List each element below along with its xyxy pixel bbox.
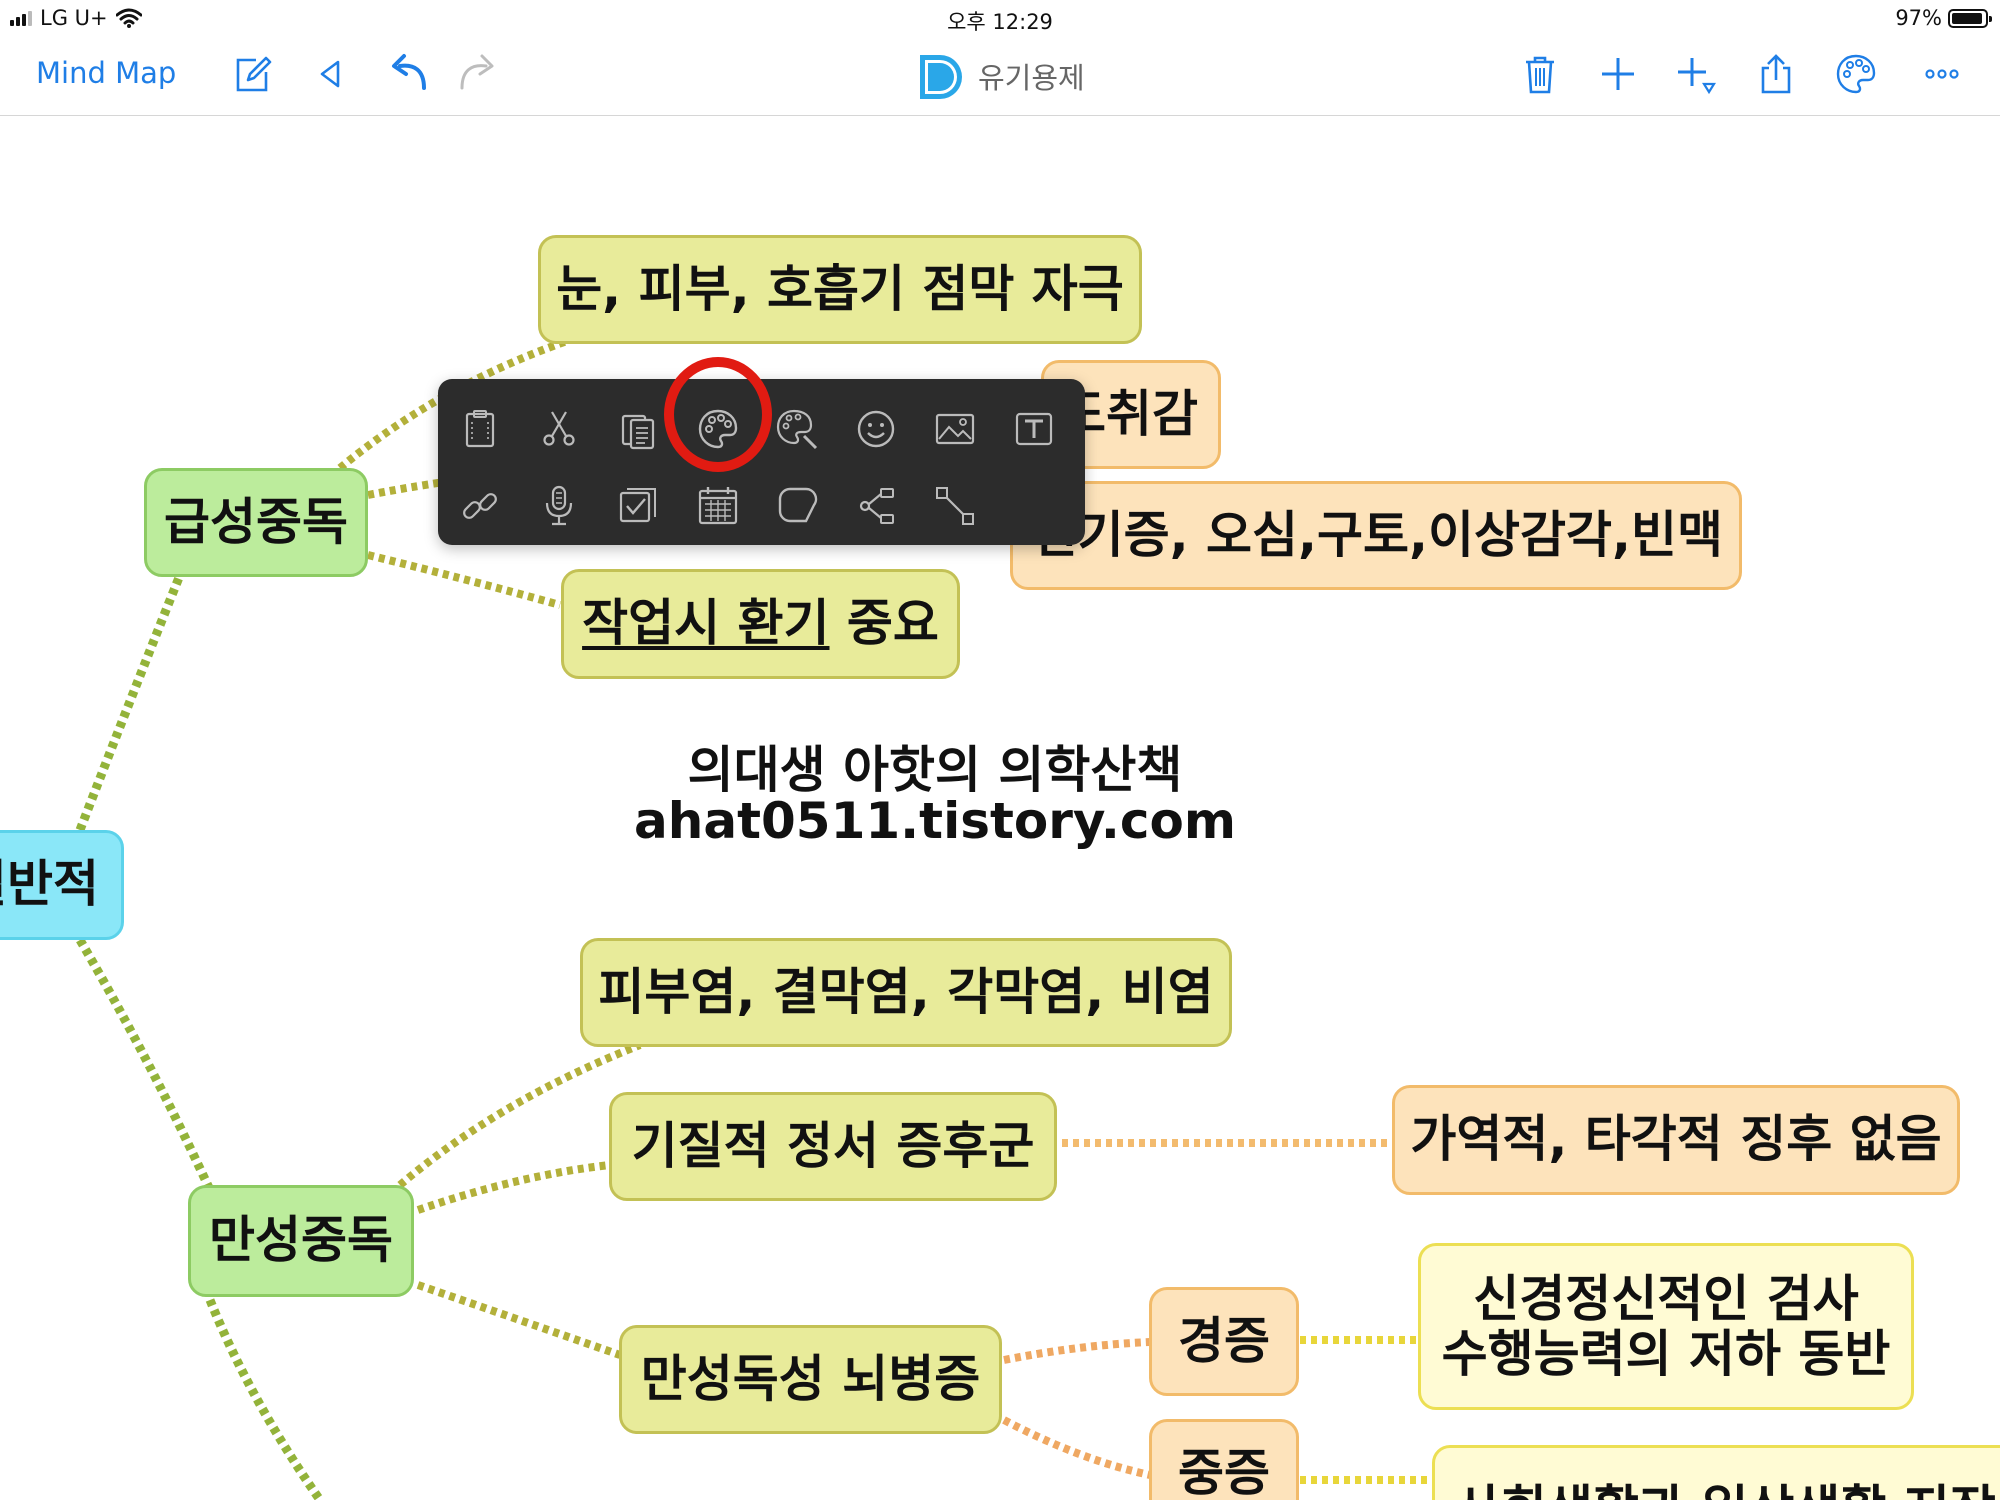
- dermatitis-node[interactable]: 피부염, 결막염, 각막염, 비염: [580, 938, 1232, 1047]
- ventilation-rest-text: 중요: [829, 594, 939, 653]
- clipboard-icon[interactable]: [452, 401, 508, 457]
- irritation-node[interactable]: 눈, 피부, 호흡기 점막 자극: [538, 235, 1142, 344]
- redo-icon[interactable]: [452, 50, 500, 98]
- ventilation-underlined-text: 작업시 환기: [582, 594, 830, 653]
- text-icon[interactable]: [1006, 401, 1062, 457]
- encephalopathy-label: 만성독성 뇌병증: [640, 1349, 981, 1408]
- chronic-poisoning-node[interactable]: 만성중독: [188, 1185, 414, 1297]
- center-node-label: 일반적: [0, 855, 99, 914]
- battery-status: 97%: [1895, 6, 1992, 30]
- edit-icon[interactable]: [228, 50, 276, 98]
- trash-icon[interactable]: [1516, 50, 1564, 98]
- acute-poisoning-label: 급성중독: [164, 492, 348, 551]
- encephalopathy-node[interactable]: 만성독성 뇌병증: [619, 1325, 1002, 1434]
- clock: 오후 12:29: [947, 10, 1053, 34]
- boundary-icon[interactable]: [927, 478, 983, 534]
- severe-node[interactable]: 중증: [1149, 1419, 1299, 1500]
- mind-map-back-button[interactable]: Mind Map: [36, 56, 177, 90]
- link-icon[interactable]: [452, 478, 508, 534]
- carrier-info: LG U+: [10, 6, 142, 30]
- connection-lines: [75, 336, 1432, 1500]
- document-title[interactable]: 유기용제: [914, 48, 1085, 104]
- emotional-syndrome-node[interactable]: 기질적 정서 증후군: [609, 1092, 1057, 1201]
- severe-detail-node[interactable]: 사회생활과 일상생활 지장: [1432, 1445, 2000, 1500]
- mild-detail-node[interactable]: 신경정신적인 검사 수행능력의 저하 동반: [1418, 1243, 1914, 1410]
- battery-percent: 97%: [1895, 6, 1942, 30]
- palette-icon[interactable]: [1832, 50, 1880, 98]
- map-logo-icon: [920, 55, 962, 99]
- dermatitis-label: 피부염, 결막염, 각막염, 비염: [598, 962, 1214, 1021]
- carrier-name: LG U+: [40, 6, 108, 30]
- undo-icon[interactable]: [386, 50, 434, 98]
- relationship-icon[interactable]: [848, 478, 904, 534]
- triangle-left-icon[interactable]: [306, 50, 354, 98]
- dizziness-node[interactable]: 현기증, 오심,구토,이상감각,빈맥: [1010, 481, 1742, 590]
- microphone-icon[interactable]: [531, 478, 587, 534]
- dizziness-label: 현기증, 오심,구토,이상감각,빈맥: [1031, 505, 1723, 564]
- mind-map-canvas[interactable]: 일반적 급성중독 눈, 피부, 호흡기 점막 자극 도취감 현기증, 오심,구토…: [0, 117, 2000, 1500]
- mild-node[interactable]: 경증: [1149, 1287, 1299, 1396]
- smiley-icon[interactable]: [848, 401, 904, 457]
- add-child-icon[interactable]: [1672, 50, 1720, 98]
- document-title-label: 유기용제: [978, 61, 1085, 95]
- chronic-poisoning-label: 만성중독: [209, 1211, 393, 1270]
- wifi-icon: [115, 8, 142, 28]
- paste-icon[interactable]: [610, 401, 666, 457]
- checkbox-icon[interactable]: [610, 478, 666, 534]
- more-icon[interactable]: [1918, 50, 1966, 98]
- calendar-icon[interactable]: [690, 478, 746, 534]
- signal-icon: [10, 10, 32, 26]
- battery-icon: [1948, 8, 1992, 28]
- node-context-toolbar: [438, 379, 1085, 545]
- mild-label: 경증: [1178, 1311, 1270, 1370]
- emotional-syndrome-label: 기질적 정서 증후군: [631, 1116, 1035, 1175]
- ventilation-label: 작업시 환기 중요: [582, 595, 939, 653]
- image-icon[interactable]: [927, 401, 983, 457]
- watermark-line2: ahat0511.tistory.com: [634, 792, 1236, 850]
- mild-detail-line1: 신경정신적인 검사: [1473, 1269, 1859, 1328]
- ventilation-node[interactable]: 작업시 환기 중요: [561, 569, 960, 679]
- status-bar: LG U+ 오후 12:29 97%: [0, 0, 2000, 36]
- top-toolbar: Mind Map 유기용제: [0, 36, 2000, 116]
- acute-poisoning-node[interactable]: 급성중독: [144, 468, 368, 577]
- mild-detail-line2: 수행능력의 저하 동반: [1441, 1324, 1891, 1383]
- severe-label: 중증: [1178, 1443, 1270, 1500]
- watermark: 의대생 아핫의 의학산책 ahat0511.tistory.com: [560, 745, 1310, 847]
- reversible-label: 가역적, 타각적 징후 없음: [1410, 1110, 1942, 1169]
- style-icon[interactable]: [769, 401, 825, 457]
- scissors-icon[interactable]: [531, 401, 587, 457]
- shape-icon[interactable]: [769, 478, 825, 534]
- reversible-node[interactable]: 가역적, 타각적 징후 없음: [1392, 1085, 1960, 1195]
- severe-detail-label: 사회생활과 일상생활 지장: [1455, 1480, 1996, 1500]
- watermark-line1: 의대생 아핫의 의학산책: [687, 741, 1183, 799]
- plus-icon[interactable]: [1594, 50, 1642, 98]
- irritation-label: 눈, 피부, 호흡기 점막 자극: [556, 259, 1124, 318]
- palette-icon[interactable]: [690, 401, 746, 457]
- center-node[interactable]: 일반적: [0, 830, 124, 940]
- share-icon[interactable]: [1752, 50, 1800, 98]
